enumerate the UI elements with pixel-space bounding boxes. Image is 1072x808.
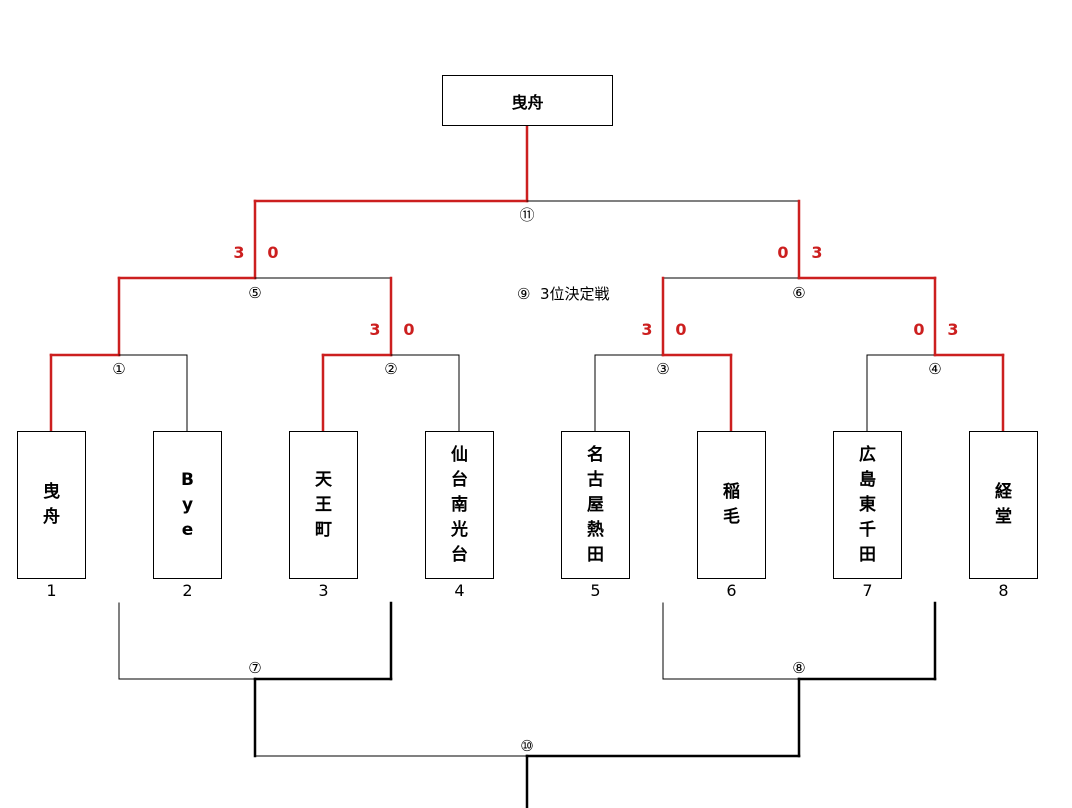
match-number-9: ⑨ [517, 285, 531, 303]
team-name-1: 曳舟 [43, 480, 60, 530]
match-number-4: ④ [928, 360, 942, 378]
score-m4-right: 3 [947, 320, 959, 339]
team-name-char: 名 [587, 444, 604, 465]
score-m3-left: 3 [641, 320, 653, 339]
team-box-7: 広島東千田 [833, 431, 902, 579]
score-m3-right: 0 [675, 320, 687, 339]
match-number-6: ⑥ [792, 284, 806, 302]
team-name-4: 仙台南光台 [451, 443, 468, 568]
team-name-5: 名古屋熱田 [587, 443, 604, 568]
team-box-4: 仙台南光台 [425, 431, 494, 579]
seed-6: 6 [726, 581, 737, 600]
team-name-char: 台 [451, 544, 468, 565]
seed-8: 8 [998, 581, 1009, 600]
score-m4-left: 0 [913, 320, 925, 339]
score-m6-left: 0 [777, 243, 789, 262]
match-number-5: ⑤ [248, 284, 262, 302]
team-name-char: 仙 [451, 444, 468, 465]
match-number-2: ② [384, 360, 398, 378]
score-m5-left: 3 [233, 243, 245, 262]
team-name-char: 島 [859, 469, 876, 490]
team-name-char: 広 [859, 444, 876, 465]
seed-7: 7 [862, 581, 873, 600]
team-box-8: 経堂 [969, 431, 1038, 579]
seed-3: 3 [318, 581, 329, 600]
score-m5-right: 0 [267, 243, 279, 262]
team-name-char: B [181, 469, 194, 490]
match-number-10: ⑩ [520, 737, 534, 755]
team-name-char: 南 [451, 494, 468, 515]
match-number-8: ⑧ [792, 659, 806, 677]
score-m2-left: 3 [369, 320, 381, 339]
team-box-5: 名古屋熱田 [561, 431, 630, 579]
team-name-char: 稲 [723, 482, 740, 502]
team-name-char: 舟 [43, 507, 60, 527]
team-name-char: y [181, 494, 194, 515]
team-name-char: 東 [859, 494, 876, 515]
team-name-char: 天 [315, 469, 332, 490]
match-number-7: ⑦ [248, 659, 262, 677]
team-name-char: 屋 [587, 494, 604, 515]
team-box-1: 曳舟 [17, 431, 86, 579]
team-box-3: 天王町 [289, 431, 358, 579]
champion-box: 曳舟 [442, 75, 613, 126]
team-name-char: 光 [451, 519, 468, 540]
seed-2: 2 [182, 581, 193, 600]
team-name-char: 田 [859, 544, 876, 565]
seed-1: 1 [46, 581, 57, 600]
team-name-char: 町 [315, 519, 332, 540]
team-name-char: 経 [995, 482, 1012, 502]
team-name-char: e [181, 519, 194, 540]
match-number-1: ① [112, 360, 126, 378]
third-place-text: 3位決定戦 [540, 285, 610, 303]
third-place-match-label: ⑨ 3位決定戦 [517, 283, 610, 304]
team-name-char: 田 [587, 544, 604, 565]
team-name-6: 稲毛 [723, 480, 740, 530]
score-m2-right: 0 [403, 320, 415, 339]
team-name-char: 台 [451, 469, 468, 490]
team-name-8: 経堂 [995, 480, 1012, 530]
team-name-7: 広島東千田 [859, 443, 876, 568]
team-name-3: 天王町 [315, 468, 332, 543]
match-number-3: ③ [656, 360, 670, 378]
team-name-char: 毛 [723, 507, 740, 527]
team-box-6: 稲毛 [697, 431, 766, 579]
seed-4: 4 [454, 581, 465, 600]
score-m6-right: 3 [811, 243, 823, 262]
team-name-char: 王 [315, 494, 332, 515]
team-name-char: 堂 [995, 507, 1012, 527]
match-number-11: ⑪ [519, 206, 535, 224]
champion-name: 曳舟 [511, 92, 544, 112]
team-name-char: 曳 [43, 482, 60, 502]
seed-5: 5 [590, 581, 601, 600]
team-name-char: 熱 [587, 519, 604, 540]
team-name-char: 古 [587, 469, 604, 490]
team-name-char: 千 [859, 519, 876, 540]
